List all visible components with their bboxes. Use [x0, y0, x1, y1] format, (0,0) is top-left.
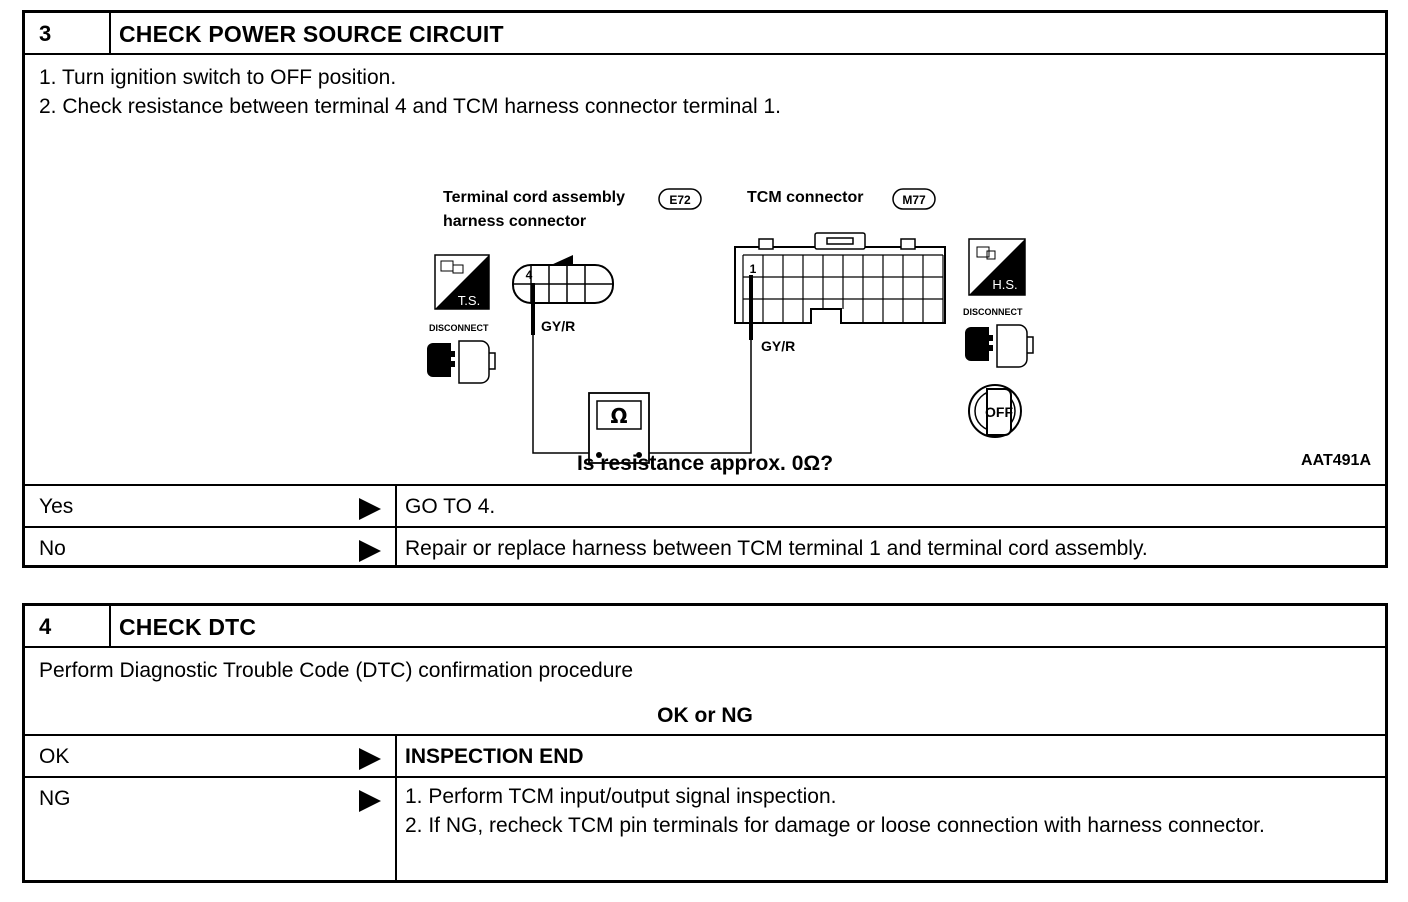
answer-label: No — [39, 537, 66, 560]
instruction-list: 1. Turn ignition switch to OFF position.… — [39, 63, 781, 121]
harness-symbol-icon: H.S. — [968, 238, 1026, 296]
arrow-right-icon — [359, 540, 381, 562]
step-title: CHECK DTC — [119, 614, 257, 640]
resistance-check-diagram: Terminal cord assembly harness connector… — [427, 188, 1034, 464]
answer-label-cell: No — [25, 528, 397, 565]
wire-color-label: GY/R — [761, 338, 795, 354]
answer-action-item: 1. Perform TCM input/output signal inspe… — [405, 785, 837, 808]
test-wire — [532, 335, 595, 454]
key-label: OFF — [985, 404, 1013, 420]
arrow-right-icon — [359, 748, 381, 770]
answer-row: No Repair or replace harness between TCM… — [25, 528, 1385, 565]
answer-label-cell: Yes — [25, 486, 397, 526]
step-number: 3 — [25, 13, 111, 53]
terminal-number: 4 — [526, 268, 533, 282]
answer-action-item: 2. If NG, recheck TCM pin terminals for … — [405, 814, 1265, 837]
step-4-body: Perform Diagnostic Trouble Code (DTC) co… — [25, 648, 1385, 736]
answer-label-cell: OK — [25, 736, 397, 776]
answer-action: Repair or replace harness between TCM te… — [405, 537, 1148, 560]
answer-action-list: 1. Perform TCM input/output signal inspe… — [397, 778, 1385, 880]
terminal-number: 1 — [750, 262, 757, 276]
disconnect-label: DISCONNECT — [429, 323, 489, 333]
step-4-header: 4 CHECK DTC — [25, 606, 1385, 648]
instruction-item: Perform Diagnostic Trouble Code (DTC) co… — [39, 659, 634, 682]
disconnect-connector-icon — [427, 340, 496, 384]
connector-code-badge — [658, 188, 702, 210]
step-3-panel: 3 CHECK POWER SOURCE CIRCUIT 1. Turn ign… — [22, 10, 1388, 568]
left-connector-label: harness connector — [443, 213, 586, 230]
answer-label: NG — [39, 787, 71, 810]
arrow-right-icon — [359, 498, 381, 520]
left-connector-code: E72 — [669, 193, 691, 207]
badge-label: H.S. — [992, 277, 1017, 292]
instruction-item: 2. Check resistance between terminal 4 a… — [39, 95, 781, 118]
answer-action: GO TO 4. — [405, 495, 496, 518]
ohmmeter-icon: Ω — [588, 392, 650, 464]
wire-color-label: GY/R — [541, 318, 575, 334]
figure-id: AAT491A — [1301, 452, 1371, 469]
right-connector-label: TCM connector — [747, 189, 863, 206]
instruction-item: 1. Turn ignition switch to OFF position. — [39, 66, 397, 89]
right-connector-code: M77 — [902, 193, 926, 207]
harness-connector-e72: 4 — [512, 255, 614, 304]
tcm-connector-m77: 1 — [734, 232, 946, 324]
step-question: OK or NG — [657, 704, 753, 727]
answer-row: Yes GO TO 4. — [25, 486, 1385, 528]
answer-label-cell: NG — [25, 778, 397, 880]
answer-action: INSPECTION END — [405, 745, 584, 768]
step-4-panel: 4 CHECK DTC Perform Diagnostic Trouble C… — [22, 603, 1388, 883]
connector-code-badge — [892, 188, 936, 210]
ohm-symbol: Ω — [610, 404, 627, 428]
ignition-off-icon: OFF — [968, 384, 1022, 438]
test-symbol-icon: T.S. — [434, 254, 490, 310]
step-3-body: 1. Turn ignition switch to OFF position.… — [25, 55, 1385, 486]
answer-row: OK INSPECTION END — [25, 736, 1385, 778]
badge-label: T.S. — [458, 293, 480, 308]
arrow-right-icon — [359, 790, 381, 812]
left-connector-label: Terminal cord assembly — [443, 189, 625, 206]
disconnect-connector-icon — [965, 324, 1034, 368]
disconnect-label: DISCONNECT — [963, 307, 1023, 317]
answer-label: OK — [39, 745, 70, 768]
step-number: 4 — [25, 606, 111, 646]
instruction-list: Perform Diagnostic Trouble Code (DTC) co… — [39, 656, 633, 685]
step-title: CHECK POWER SOURCE CIRCUIT — [119, 21, 504, 47]
answer-label: Yes — [39, 495, 74, 518]
step-3-header: 3 CHECK POWER SOURCE CIRCUIT — [25, 13, 1385, 55]
test-wire — [641, 340, 752, 454]
answer-row: NG 1. Perform TCM input/output signal in… — [25, 778, 1385, 880]
step-question: Is resistance approx. 0Ω? — [576, 452, 834, 475]
